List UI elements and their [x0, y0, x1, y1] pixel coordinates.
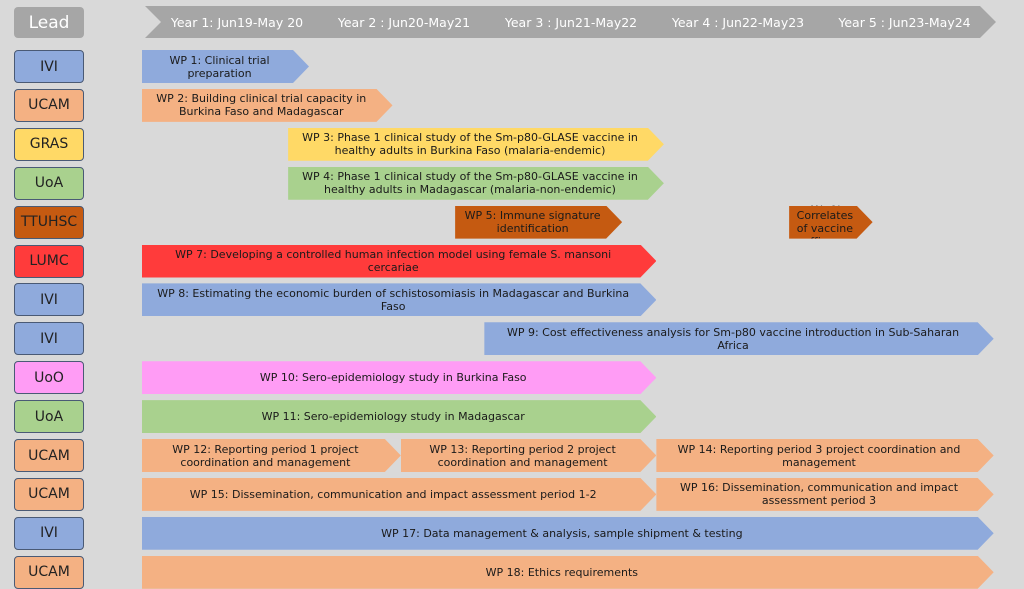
work-package-label: WP 12: Reporting period 1 project — [172, 442, 359, 456]
work-package-label: WP 14: Reporting period 3 project coordi… — [677, 442, 961, 456]
work-package-3: WP 3: Phase 1 clinical study of the Sm-p… — [288, 128, 664, 161]
work-package-10: WP 10: Sero-epidemiology study in Burkin… — [142, 361, 656, 394]
work-package-15: WP 15: Dissemination, communication and … — [142, 478, 656, 511]
work-package-label: WP 7: Developing a controlled human infe… — [175, 248, 612, 274]
lead-uoo: UoO — [14, 361, 84, 395]
work-package-7: WP 7: Developing a controlled human infe… — [142, 245, 656, 278]
work-package-label: identification — [496, 222, 569, 236]
work-package-label: WP 1: Clinical trial — [169, 53, 270, 67]
work-package-label: coordination and management — [437, 455, 608, 469]
lead-gras: GRAS — [14, 127, 84, 161]
year-header-2: Year 2 : Jun20-May21 — [312, 6, 496, 38]
work-package-label: WP 11: Sero-epidemiology study in Madaga… — [261, 410, 525, 424]
lead-lumc: LUMC — [14, 244, 84, 278]
lead-ucam: UCAM — [14, 439, 84, 472]
year-header-1: Year 1: Jun19-May 20 — [145, 6, 329, 38]
work-package-label: healthy adults in Burkina Faso (malaria-… — [334, 144, 606, 158]
lead-ivi: IVI — [14, 322, 84, 356]
work-package-label: WP 4: Phase 1 clinical study of the Sm-p… — [302, 170, 638, 184]
work-package-label: WP 13: Reporting period 2 project — [429, 442, 616, 456]
work-package-17: WP 17: Data management & analysis, sampl… — [142, 517, 994, 550]
work-package-label: WP 10: Sero-epidemiology study in Burkin… — [259, 371, 527, 385]
lead-ucam: UCAM — [14, 477, 84, 511]
work-package-label: preparation — [187, 66, 252, 80]
work-package-label: management — [782, 455, 856, 469]
work-package-4: WP 4: Phase 1 clinical study of the Sm-p… — [288, 167, 664, 200]
work-package-label: WP 3: Phase 1 clinical study of the Sm-p… — [302, 131, 638, 145]
lead-column-header: Lead — [14, 7, 84, 38]
lead-ivi: IVI — [14, 283, 84, 317]
work-package-label: Burkina Faso and Madagascar — [178, 105, 344, 119]
work-package-label: WP 16: Dissemination, communication and … — [679, 481, 959, 495]
lead-ttuhsc: TTUHSC — [14, 205, 84, 239]
lead-ucam: UCAM — [14, 88, 84, 122]
work-package-label: WP 5: Immune signature — [464, 209, 601, 223]
lead-uoa: UoA — [14, 166, 84, 200]
lead-ivi: IVI — [14, 50, 84, 83]
work-package-18: WP 18: Ethics requirements — [142, 556, 994, 589]
work-package-label: assessment period 3 — [761, 494, 877, 508]
work-package-2: WP 2: Building clinical trial capacity i… — [142, 89, 393, 122]
year-header-5: Year 5 : Jun23-May24 — [813, 6, 996, 38]
work-package-11: WP 11: Sero-epidemiology study in Madaga… — [142, 400, 656, 433]
lead-uoa: UoA — [14, 400, 84, 434]
work-package-label: WP 15: Dissemination, communication and … — [189, 487, 597, 501]
work-package-label: healthy adults in Madagascar (malaria-no… — [324, 183, 616, 197]
work-package-label: WP 6: Correlates — [796, 196, 854, 223]
work-package-label: WP 8: Estimating the economic burden of … — [157, 286, 630, 313]
work-package-label: WP 18: Ethics requirements — [485, 565, 639, 579]
work-package-label: coordination and management — [180, 455, 351, 469]
work-package-label: WP 17: Data management & analysis, sampl… — [381, 526, 743, 540]
work-package-label: WP 9: Cost effectiveness analysis for Sm… — [506, 325, 960, 352]
lead-ivi: IVI — [14, 516, 84, 550]
work-package-16: WP 16: Dissemination, communication and … — [656, 478, 993, 511]
work-package-9: WP 9: Cost effectiveness analysis for Sm… — [484, 322, 993, 355]
work-package-14: WP 14: Reporting period 3 project coordi… — [656, 439, 993, 472]
year-header-4: Year 4 : Jun22-May23 — [646, 6, 830, 38]
work-package-8: WP 8: Estimating the economic burden of … — [142, 283, 656, 316]
work-package-label: WP 2: Building clinical trial capacity i… — [156, 92, 367, 106]
year-header-3: Year 3 : Jun21-May22 — [479, 6, 663, 38]
lead-ucam: UCAM — [14, 555, 84, 589]
work-package-label: of vaccine efficacy — [796, 222, 853, 249]
